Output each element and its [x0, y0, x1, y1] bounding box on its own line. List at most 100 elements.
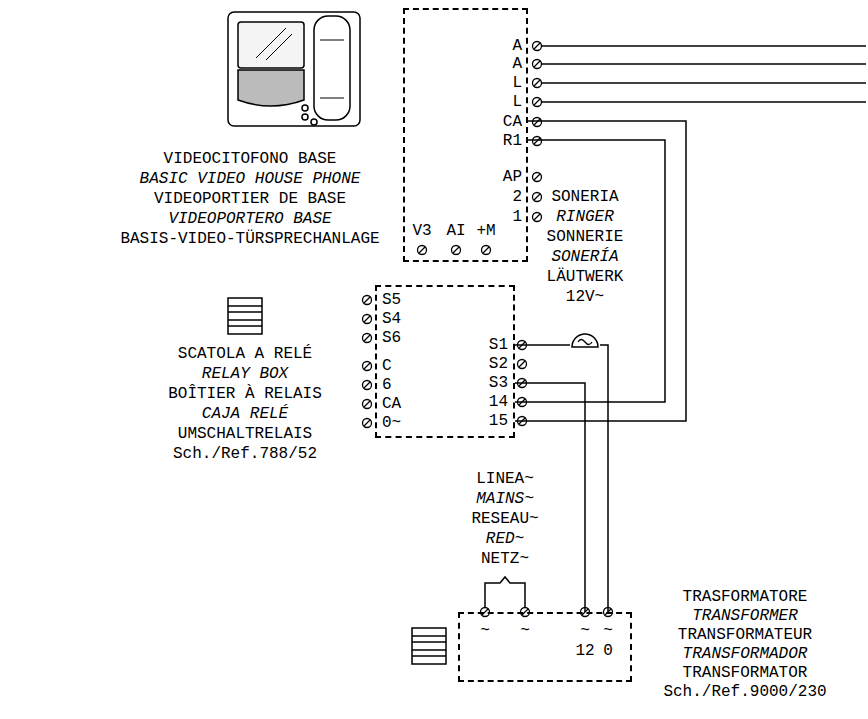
node-caption: 12V~: [566, 288, 604, 306]
terminal-label: L: [512, 74, 522, 92]
terminal-slot: [364, 401, 370, 407]
phone-screen: [238, 22, 304, 68]
terminal-slot: [534, 138, 540, 144]
relay-icon-band: [228, 325, 262, 327]
node-caption: Sch./Ref.788/52: [173, 445, 317, 463]
terminal-slot: [534, 194, 540, 200]
transformer-icon-band: [412, 655, 446, 657]
node-caption: RELAY BOX: [202, 365, 288, 383]
terminal-screw: [363, 315, 372, 324]
node-caption: TRANSFORMADOR: [683, 645, 808, 663]
transformer-icon-band: [412, 641, 446, 643]
node-caption: TRANSFORMER: [692, 607, 798, 625]
node-caption: RINGER: [556, 208, 614, 226]
mains-brace: [485, 577, 525, 592]
node-caption: BASIS-VIDEO-TÜRSPRECHANLAGE: [120, 230, 379, 248]
terminal-slot: [519, 361, 525, 367]
terminal-screw: [363, 296, 372, 305]
relay-icon-band: [228, 319, 262, 321]
terminal-screw: [533, 42, 542, 51]
terminal-label: S4: [382, 310, 401, 328]
terminal-label: CA: [503, 113, 522, 131]
terminal-label: RESEAU~: [471, 510, 538, 528]
terminal-slot: [364, 363, 370, 369]
terminal-screw: [363, 381, 372, 390]
node-caption: TRANSFORMATOR: [683, 664, 808, 682]
terminal-label: S1: [489, 336, 508, 354]
node-caption: SONERÍA: [551, 248, 618, 266]
terminal-slot: [364, 297, 370, 303]
terminal-label: A: [512, 37, 522, 55]
node-caption: VIDEOCITOFONO BASE: [164, 150, 337, 168]
terminal-screw: [533, 137, 542, 146]
wire-connector: [600, 345, 608, 612]
terminal-slot: [534, 43, 540, 49]
bell-symbol: [570, 330, 600, 352]
terminal-label: S5: [382, 291, 401, 309]
terminal-label: 0: [603, 642, 613, 660]
terminal-label: ~: [480, 622, 490, 640]
node-caption: BOÎTIER À RELAIS: [168, 385, 322, 403]
phone-body: [228, 12, 360, 126]
node-caption: Sch./Ref.9000/230: [663, 683, 826, 701]
node-caption: BASIC VIDEO HOUSE PHONE: [140, 170, 361, 188]
phone-panel: [238, 70, 304, 106]
terminal-slot: [534, 80, 540, 86]
terminal-label: 0~: [382, 414, 401, 432]
terminal-label: 2: [512, 188, 522, 206]
terminal-slot: [534, 119, 540, 125]
terminal-label: C: [382, 357, 392, 375]
terminal-slot: [534, 174, 540, 180]
relay-icon-band: [228, 305, 262, 307]
terminal-slot: [364, 382, 370, 388]
terminal-slot: [534, 61, 540, 67]
terminal-label: ~: [520, 622, 530, 640]
terminal-screw: [533, 79, 542, 88]
terminal-label: R1: [503, 132, 522, 150]
mains-wire: [484, 592, 486, 607]
node-caption: VIDEOPORTERO BASE: [168, 210, 331, 228]
riser-wire: [542, 101, 866, 103]
terminal-slot: [364, 420, 370, 426]
riser-wire: [542, 63, 866, 65]
node-caption: TRASFORMATORE: [683, 588, 808, 606]
node-caption: SONERIA: [551, 188, 618, 206]
terminal-label: ~: [603, 622, 613, 640]
terminal-label: 6: [382, 376, 392, 394]
terminal-slot: [483, 247, 489, 253]
terminal-slot: [534, 99, 540, 105]
terminal-label: A: [512, 55, 522, 73]
terminal-label: RED~: [486, 530, 524, 548]
terminal-label: AP: [503, 168, 522, 186]
transformer-icon-band: [412, 649, 446, 651]
terminal-label: 15: [489, 412, 508, 430]
terminal-slot: [534, 214, 540, 220]
riser-wire: [542, 82, 866, 84]
terminal-label: V3: [412, 222, 431, 240]
node-caption: SONNERIE: [547, 228, 624, 246]
ringer-bell: SONERIARINGERSONNERIESONERÍALÄUTWERK12V~: [570, 330, 600, 352]
node-caption: UMSCHALTRELAIS: [178, 425, 312, 443]
terminal-slot: [364, 335, 370, 341]
terminal-screw: [533, 213, 542, 222]
terminal-label: L: [512, 93, 522, 111]
terminal-screw: [533, 98, 542, 107]
terminal-label: 12: [575, 642, 594, 660]
phone-handset: [314, 16, 350, 120]
terminal-screw: [363, 400, 372, 409]
terminal-screw: [518, 360, 527, 369]
handset-detail: [320, 40, 344, 41]
phone-button: [302, 105, 308, 111]
mains-wire: [524, 592, 526, 607]
terminal-screw: [533, 118, 542, 127]
terminal-screw: [482, 246, 491, 255]
terminal-label: CA: [382, 395, 401, 413]
phone-button: [302, 114, 308, 120]
transformer-icon: [412, 628, 446, 664]
transformer-icon-band: [412, 635, 446, 637]
terminal-screw: [363, 334, 372, 343]
relay-icon: [228, 298, 262, 334]
phone-button: [311, 119, 317, 125]
terminal-slot: [419, 247, 425, 253]
terminal-label: LINEA~: [476, 470, 534, 488]
